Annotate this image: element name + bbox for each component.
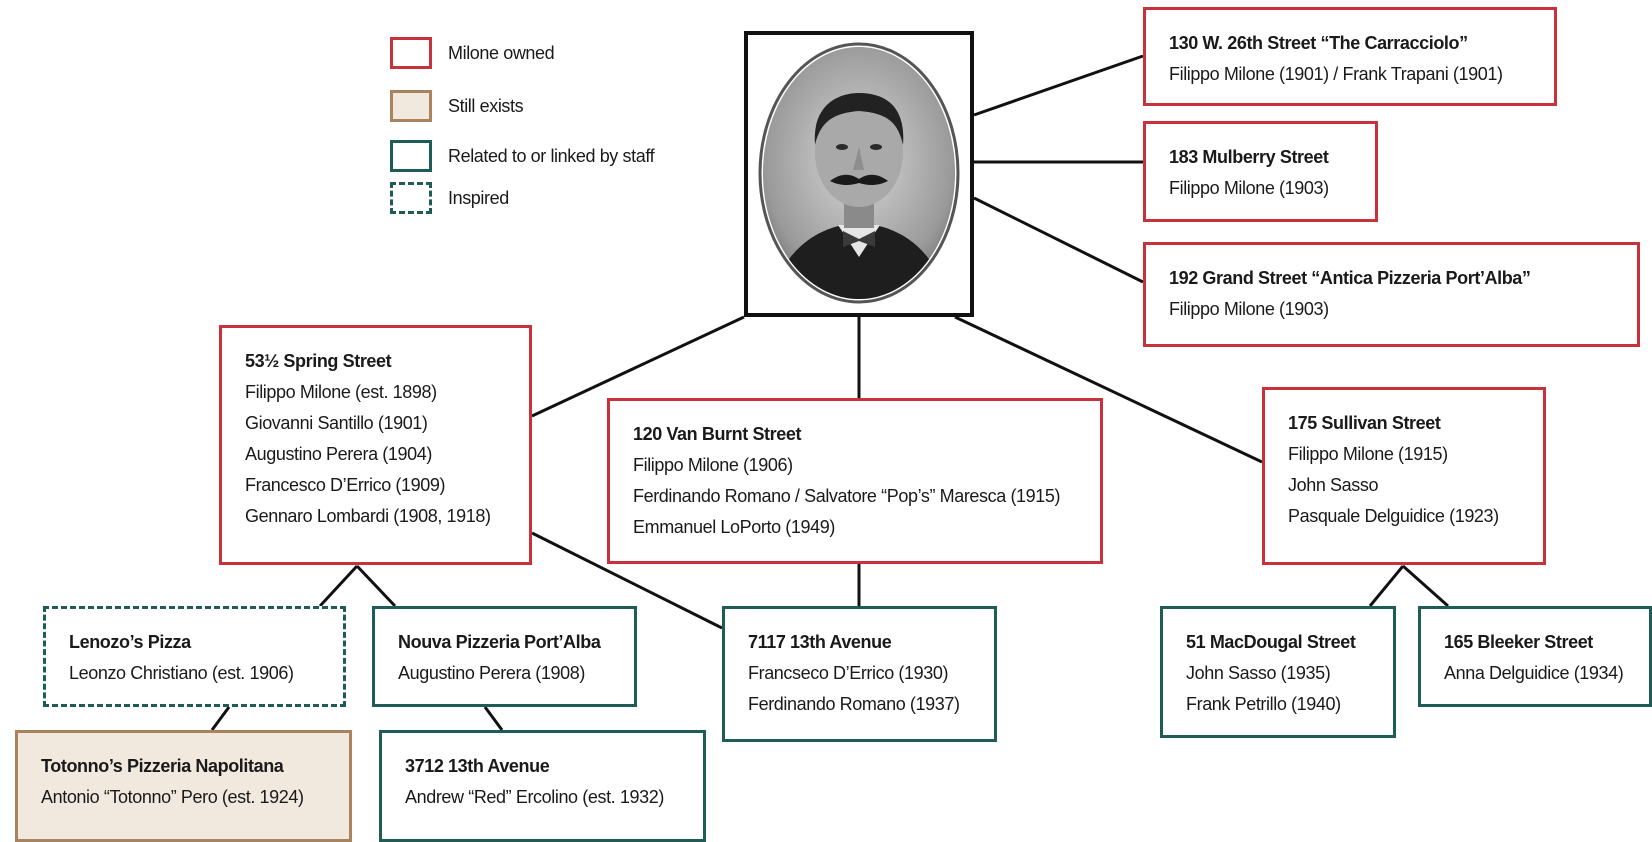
node-line: Filippo Milone (1903) xyxy=(1169,299,1329,319)
node-carracciolo: 130 W. 26th Street “The Carracciolo” Fil… xyxy=(1143,7,1557,106)
legend-item-inspired: Inspired xyxy=(390,181,509,215)
portrait-photo-icon xyxy=(758,42,960,304)
node-title: 130 W. 26th Street “The Carracciolo” xyxy=(1169,33,1468,53)
node-line: Frank Petrillo (1940) xyxy=(1186,694,1341,714)
node-line: Ferdinando Romano / Salvatore “Pop’s” Ma… xyxy=(633,486,1061,506)
node-line: Andrew “Red” Ercolino (est. 1932) xyxy=(405,787,664,807)
legend-item-related: Related to or linked by staff xyxy=(390,139,655,173)
node-title: 175 Sullivan Street xyxy=(1288,413,1441,433)
connector-portrait-spring xyxy=(531,315,745,418)
node-line: Augustino Perera (1908) xyxy=(398,663,585,683)
connector-spring-7117 xyxy=(531,531,723,630)
node-title: 192 Grand Street “Antica Pizzeria Port’A… xyxy=(1169,268,1531,288)
node-ave7117: 7117 13th Avenue Francseco D’Errico (193… xyxy=(722,606,997,742)
connector-sullivan-fork-right xyxy=(1402,564,1449,608)
legend-item-milone-owned: Milone owned xyxy=(390,36,555,70)
connector-lenozo-totonno xyxy=(210,706,231,731)
legend-swatch-dashed xyxy=(390,182,432,214)
node-title: 165 Bleeker Street xyxy=(1444,632,1593,652)
node-line: Filippo Milone (1915) xyxy=(1288,444,1448,464)
node-title: 51 MacDougal Street xyxy=(1186,632,1356,652)
legend-swatch-tan xyxy=(390,90,432,122)
node-macdougal: 51 MacDougal Street John Sasso (1935) Fr… xyxy=(1160,606,1396,738)
node-line: Leonzo Christiano (est. 1906) xyxy=(69,663,294,683)
node-title: 7117 13th Avenue xyxy=(748,632,892,652)
node-totonno: Totonno’s Pizzeria Napolitana Antonio “T… xyxy=(15,730,352,842)
node-title: Lenozo’s Pizza xyxy=(69,632,191,652)
node-nouva: Nouva Pizzeria Port’Alba Augustino Perer… xyxy=(372,606,637,707)
node-title: 3712 13th Avenue xyxy=(405,756,550,776)
legend-swatch-teal xyxy=(390,140,432,172)
legend-label: Milone owned xyxy=(448,42,555,63)
node-line: Francseco D’Errico (1930) xyxy=(748,663,949,683)
node-line: Giovanni Santillo (1901) xyxy=(245,413,428,433)
node-line: Filippo Milone (1906) xyxy=(633,455,793,475)
connector-spring-fork-left xyxy=(318,564,359,608)
connector-nouva-3712 xyxy=(483,706,504,731)
connector-portrait-grand xyxy=(973,196,1144,284)
node-lenozo: Lenozo’s Pizza Leonzo Christiano (est. 1… xyxy=(43,606,346,707)
node-line: Antonio “Totonno” Pero (est. 1924) xyxy=(41,787,304,807)
node-title: Nouva Pizzeria Port’Alba xyxy=(398,632,601,652)
node-line: Francesco D’Errico (1909) xyxy=(245,475,446,495)
node-line: Filippo Milone (1901) / Frank Trapani (1… xyxy=(1169,64,1503,84)
legend-item-still-exists: Still exists xyxy=(390,89,524,123)
node-sullivan: 175 Sullivan Street Filippo Milone (1915… xyxy=(1262,387,1546,565)
legend-label: Inspired xyxy=(448,187,509,208)
node-line: Augustino Perera (1904) xyxy=(245,444,432,464)
legend-label: Still exists xyxy=(448,95,524,116)
node-line: Pasquale Delguidice (1923) xyxy=(1288,506,1499,526)
connector-sullivan-fork-left xyxy=(1368,565,1405,607)
node-title: 53½ Spring Street xyxy=(245,351,392,371)
node-vanburnt: 120 Van Burnt Street Filippo Milone (190… xyxy=(607,398,1103,564)
node-title: 183 Mulberry Street xyxy=(1169,147,1329,167)
node-line: Gennaro Lombardi (1908, 1918) xyxy=(245,506,491,526)
legend-swatch-red xyxy=(390,37,432,69)
node-line: John Sasso (1935) xyxy=(1186,663,1331,683)
node-ave3712: 3712 13th Avenue Andrew “Red” Ercolino (… xyxy=(379,730,706,842)
node-line: Filippo Milone (1903) xyxy=(1169,178,1329,198)
node-spring: 53½ Spring Street Filippo Milone (est. 1… xyxy=(219,325,532,565)
node-grand: 192 Grand Street “Antica Pizzeria Port’A… xyxy=(1143,242,1640,347)
legend-label: Related to or linked by staff xyxy=(448,145,655,166)
connector-spring-fork-right xyxy=(355,564,397,608)
node-line: Filippo Milone (est. 1898) xyxy=(245,382,437,402)
node-line: Emmanuel LoPorto (1949) xyxy=(633,517,835,537)
portrait-frame xyxy=(744,31,974,317)
node-mulberry: 183 Mulberry Street Filippo Milone (1903… xyxy=(1143,121,1378,222)
node-title: 120 Van Burnt Street xyxy=(633,424,802,444)
node-line: Ferdinando Romano (1937) xyxy=(748,694,960,714)
connector-portrait-carracciolo xyxy=(973,54,1144,117)
node-bleeker: 165 Bleeker Street Anna Delguidice (1934… xyxy=(1418,606,1652,707)
node-line: Anna Delguidice (1934) xyxy=(1444,663,1624,683)
node-title: Totonno’s Pizzeria Napolitana xyxy=(41,756,284,776)
connector-portrait-sullivan xyxy=(954,315,1263,464)
node-line: John Sasso xyxy=(1288,475,1379,495)
